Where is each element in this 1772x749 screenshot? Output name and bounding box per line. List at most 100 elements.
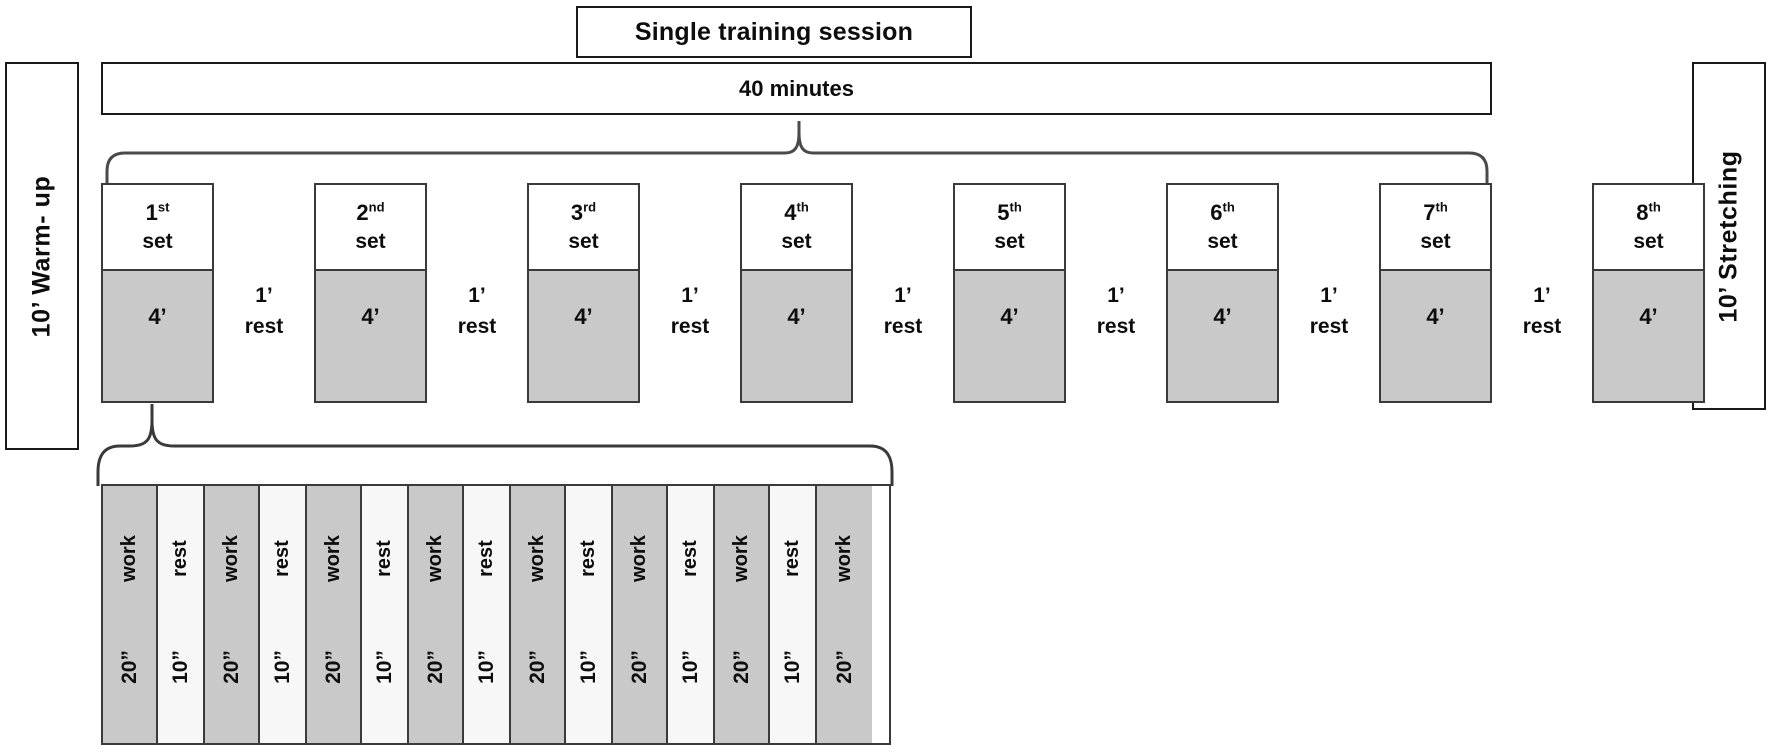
interval-11-label: work — [628, 534, 650, 582]
interval-13-duration: 20” — [729, 649, 753, 684]
interval-8-label: rest — [474, 539, 497, 577]
set-rest-3-word: rest — [670, 315, 710, 338]
interval-10-duration: 10” — [576, 649, 600, 684]
interval-10-label: rest — [576, 539, 599, 577]
interval-cell-rest-5[interactable]: rest 10” — [565, 486, 614, 743]
interval-cell-rest-7[interactable]: rest 10” — [769, 486, 818, 743]
interval-3-duration: 20” — [219, 649, 243, 684]
session-duration-bar: 40 minutes — [101, 62, 1492, 115]
set-2-header: 2nd set — [316, 185, 425, 271]
set-rest-3: 1’ rest — [640, 269, 740, 403]
set-3-word: set — [568, 230, 599, 253]
set-rest-2-word: rest — [457, 315, 497, 338]
interval-cell-work-2[interactable]: work 20” — [205, 486, 260, 743]
set-6-duration: 4’ — [1213, 304, 1232, 329]
set-4-header: 4th set — [742, 185, 851, 271]
interval-cell-work-5[interactable]: work 20” — [511, 486, 566, 743]
interval-6-duration: 10” — [372, 649, 396, 684]
set-rest-5-word: rest — [1096, 315, 1136, 338]
interval-cell-work-8[interactable]: work 20” — [817, 486, 872, 743]
interval-14-duration: 10” — [780, 649, 804, 684]
set-4-word: set — [781, 230, 812, 253]
warmup-panel: 10’ Warm- up — [5, 62, 79, 450]
interval-7-label: work — [423, 534, 446, 582]
set-6-word: set — [1207, 230, 1238, 253]
set-box-7[interactable]: 7th set 4’ — [1379, 183, 1492, 403]
set-7-work-block: 4’ — [1381, 271, 1490, 401]
interval-8-duration: 10” — [474, 649, 498, 684]
set-box-6[interactable]: 6th set 4’ — [1166, 183, 1279, 403]
set-2-work-block: 4’ — [316, 271, 425, 401]
set-5-header: 5th set — [955, 185, 1064, 271]
set-box-5[interactable]: 5th set 4’ — [953, 183, 1066, 403]
interval-row: work 20” rest 10” work 20” rest 10” work… — [101, 484, 891, 745]
set-1-work-block: 4’ — [103, 271, 212, 401]
set-4-work-block: 4’ — [742, 271, 851, 401]
interval-3-label: work — [219, 534, 242, 582]
set-8-duration: 4’ — [1639, 304, 1658, 329]
interval-cell-rest-6[interactable]: rest 10” — [667, 486, 716, 743]
set-rest-3-duration: 1’ — [681, 284, 699, 307]
interval-7-duration: 20” — [423, 649, 447, 684]
set-1-header: 1st set — [103, 185, 212, 271]
set-6-ordinal: 6th — [1210, 199, 1235, 225]
warmup-label: 10’ Warm- up — [27, 175, 56, 337]
set-2-word: set — [355, 230, 386, 253]
interval-12-duration: 10” — [678, 649, 702, 684]
interval-5-label: work — [321, 534, 344, 582]
interval-15-label: work — [833, 534, 856, 582]
set-rest-6: 1’ rest — [1279, 269, 1379, 403]
set-box-8[interactable]: 8th set 4’ — [1592, 183, 1705, 403]
brace-duration-to-sets — [105, 121, 1489, 183]
set-rest-2-duration: 1’ — [468, 284, 486, 307]
interval-cell-rest-4[interactable]: rest 10” — [463, 486, 512, 743]
set-rest-5: 1’ rest — [1066, 269, 1166, 403]
set-rest-4-word: rest — [883, 315, 923, 338]
interval-cell-work-7[interactable]: work 20” — [715, 486, 770, 743]
set-box-4[interactable]: 4th set 4’ — [740, 183, 853, 403]
interval-1-label: work — [117, 534, 140, 582]
set-rest-7: 1’ rest — [1492, 269, 1592, 403]
interval-cell-work-4[interactable]: work 20” — [409, 486, 464, 743]
interval-cell-rest-3[interactable]: rest 10” — [361, 486, 410, 743]
set-3-header: 3rd set — [529, 185, 638, 271]
set-box-2[interactable]: 2nd set 4’ — [314, 183, 427, 403]
set-2-duration: 4’ — [361, 304, 380, 329]
interval-9-label: work — [525, 534, 548, 582]
interval-13-label: work — [730, 534, 753, 582]
sets-row: 1st set 4’ 1’ rest 2nd set 4’ 1’ rest — [101, 183, 1705, 403]
session-duration-label: 40 minutes — [739, 75, 854, 101]
set-rest-1-word: rest — [244, 315, 284, 338]
interval-cell-work-1[interactable]: work 20” — [103, 486, 158, 743]
interval-6-label: rest — [372, 539, 395, 577]
set-7-duration: 4’ — [1426, 304, 1445, 329]
set-6-work-block: 4’ — [1168, 271, 1277, 401]
interval-9-duration: 20” — [525, 649, 549, 684]
set-1-duration: 4’ — [148, 304, 167, 329]
interval-cell-rest-1[interactable]: rest 10” — [157, 486, 206, 743]
set-rest-1-duration: 1’ — [255, 284, 273, 307]
set-5-work-block: 4’ — [955, 271, 1064, 401]
set-2-ordinal: 2nd — [356, 199, 385, 225]
interval-12-label: rest — [679, 539, 702, 577]
set-box-1[interactable]: 1st set 4’ — [101, 183, 214, 403]
set-rest-5-duration: 1’ — [1107, 284, 1125, 307]
interval-4-duration: 10” — [270, 649, 294, 684]
set-1-word: set — [142, 230, 173, 253]
set-3-work-block: 4’ — [529, 271, 638, 401]
interval-5-duration: 20” — [321, 649, 345, 684]
interval-14-label: rest — [781, 539, 804, 577]
set-box-3[interactable]: 3rd set 4’ — [527, 183, 640, 403]
set-5-ordinal: 5th — [997, 199, 1022, 225]
set-8-work-block: 4’ — [1594, 271, 1703, 401]
interval-cell-work-6[interactable]: work 20” — [613, 486, 668, 743]
set-3-ordinal: 3rd — [570, 199, 597, 225]
set-3-duration: 4’ — [574, 304, 593, 329]
set-7-word: set — [1420, 230, 1451, 253]
interval-cell-rest-2[interactable]: rest 10” — [259, 486, 308, 743]
interval-cell-work-3[interactable]: work 20” — [307, 486, 362, 743]
page-title: Single training session — [634, 17, 914, 46]
set-rest-6-duration: 1’ — [1320, 284, 1338, 307]
interval-2-duration: 10” — [168, 649, 192, 684]
